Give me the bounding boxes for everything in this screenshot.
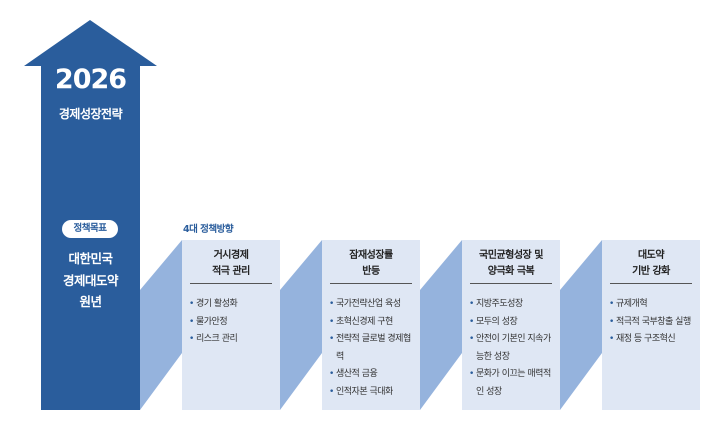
card-title-line: 국민균형성장 및 [479, 250, 543, 261]
divider [610, 283, 692, 284]
divider [470, 283, 552, 284]
card-items: 규제개혁적극적 국부창출 실행재정 등 구조혁신 [609, 296, 698, 349]
goal-line: 대한민국 [68, 251, 113, 266]
card-title-line: 반등 [362, 266, 380, 277]
connector-4 [560, 240, 602, 410]
card-items: 지방주도성장모두의 성장안전이 기본인 지속가능한 성장문화가 이끄는 매력적인… [469, 296, 558, 401]
connector-2 [280, 240, 322, 410]
list-item: 규제개혁 [609, 296, 698, 314]
list-item: 안전이 기본인 지속가능한 성장 [469, 331, 558, 366]
list-item: 물가안정 [189, 314, 278, 332]
divider [190, 283, 272, 284]
list-item: 적극적 국부창출 실행 [609, 314, 698, 332]
connector-3 [420, 240, 462, 410]
list-item: 인적자본 극대화 [329, 384, 418, 402]
card-title-line: 양극화 극복 [487, 266, 535, 277]
list-item: 초혁신경제 구현 [329, 314, 418, 332]
directions-title: 4대 정책방향 [183, 224, 234, 235]
strategy-title: 경제성장전략 [58, 107, 123, 121]
connector-1 [140, 240, 182, 410]
year-label: 2026 [54, 64, 127, 95]
list-item: 리스크 관리 [189, 331, 278, 349]
list-item: 경기 활성화 [189, 296, 278, 314]
arrow-shape [24, 20, 157, 410]
policy-card: 잠재성장률반등국가전략산업 육성초혁신경제 구현전략적 글로벌 경제협력생산적 … [322, 240, 420, 410]
list-item: 문화가 이끄는 매력적인 성장 [469, 366, 558, 401]
card-title-line: 잠재성장률 [349, 250, 393, 261]
card-title-line: 거시경제 [213, 250, 249, 261]
card-items: 국가전략산업 육성초혁신경제 구현전략적 글로벌 경제협력생산적 금융인적자본 … [329, 296, 418, 401]
goal-line: 경제대도약 [62, 272, 119, 288]
card-title-line: 기반 강화 [632, 266, 670, 277]
policy-goal: 대한민국 경제대도약 원년 [41, 248, 140, 313]
card-items: 경기 활성화물가안정리스크 관리 [189, 296, 278, 349]
card-title-line: 대도약 [637, 250, 665, 261]
goal-badge: 정책목표 [62, 220, 118, 238]
list-item: 국가전략산업 육성 [329, 296, 418, 314]
list-item: 지방주도성장 [469, 296, 558, 314]
list-item: 모두의 성장 [469, 314, 558, 332]
goal-line: 원년 [79, 294, 102, 309]
list-item: 재정 등 구조혁신 [609, 331, 698, 349]
divider [330, 283, 412, 284]
list-item: 전략적 글로벌 경제협력 [329, 331, 418, 366]
list-item: 생산적 금융 [329, 366, 418, 384]
card-title-line: 적극 관리 [212, 266, 250, 277]
